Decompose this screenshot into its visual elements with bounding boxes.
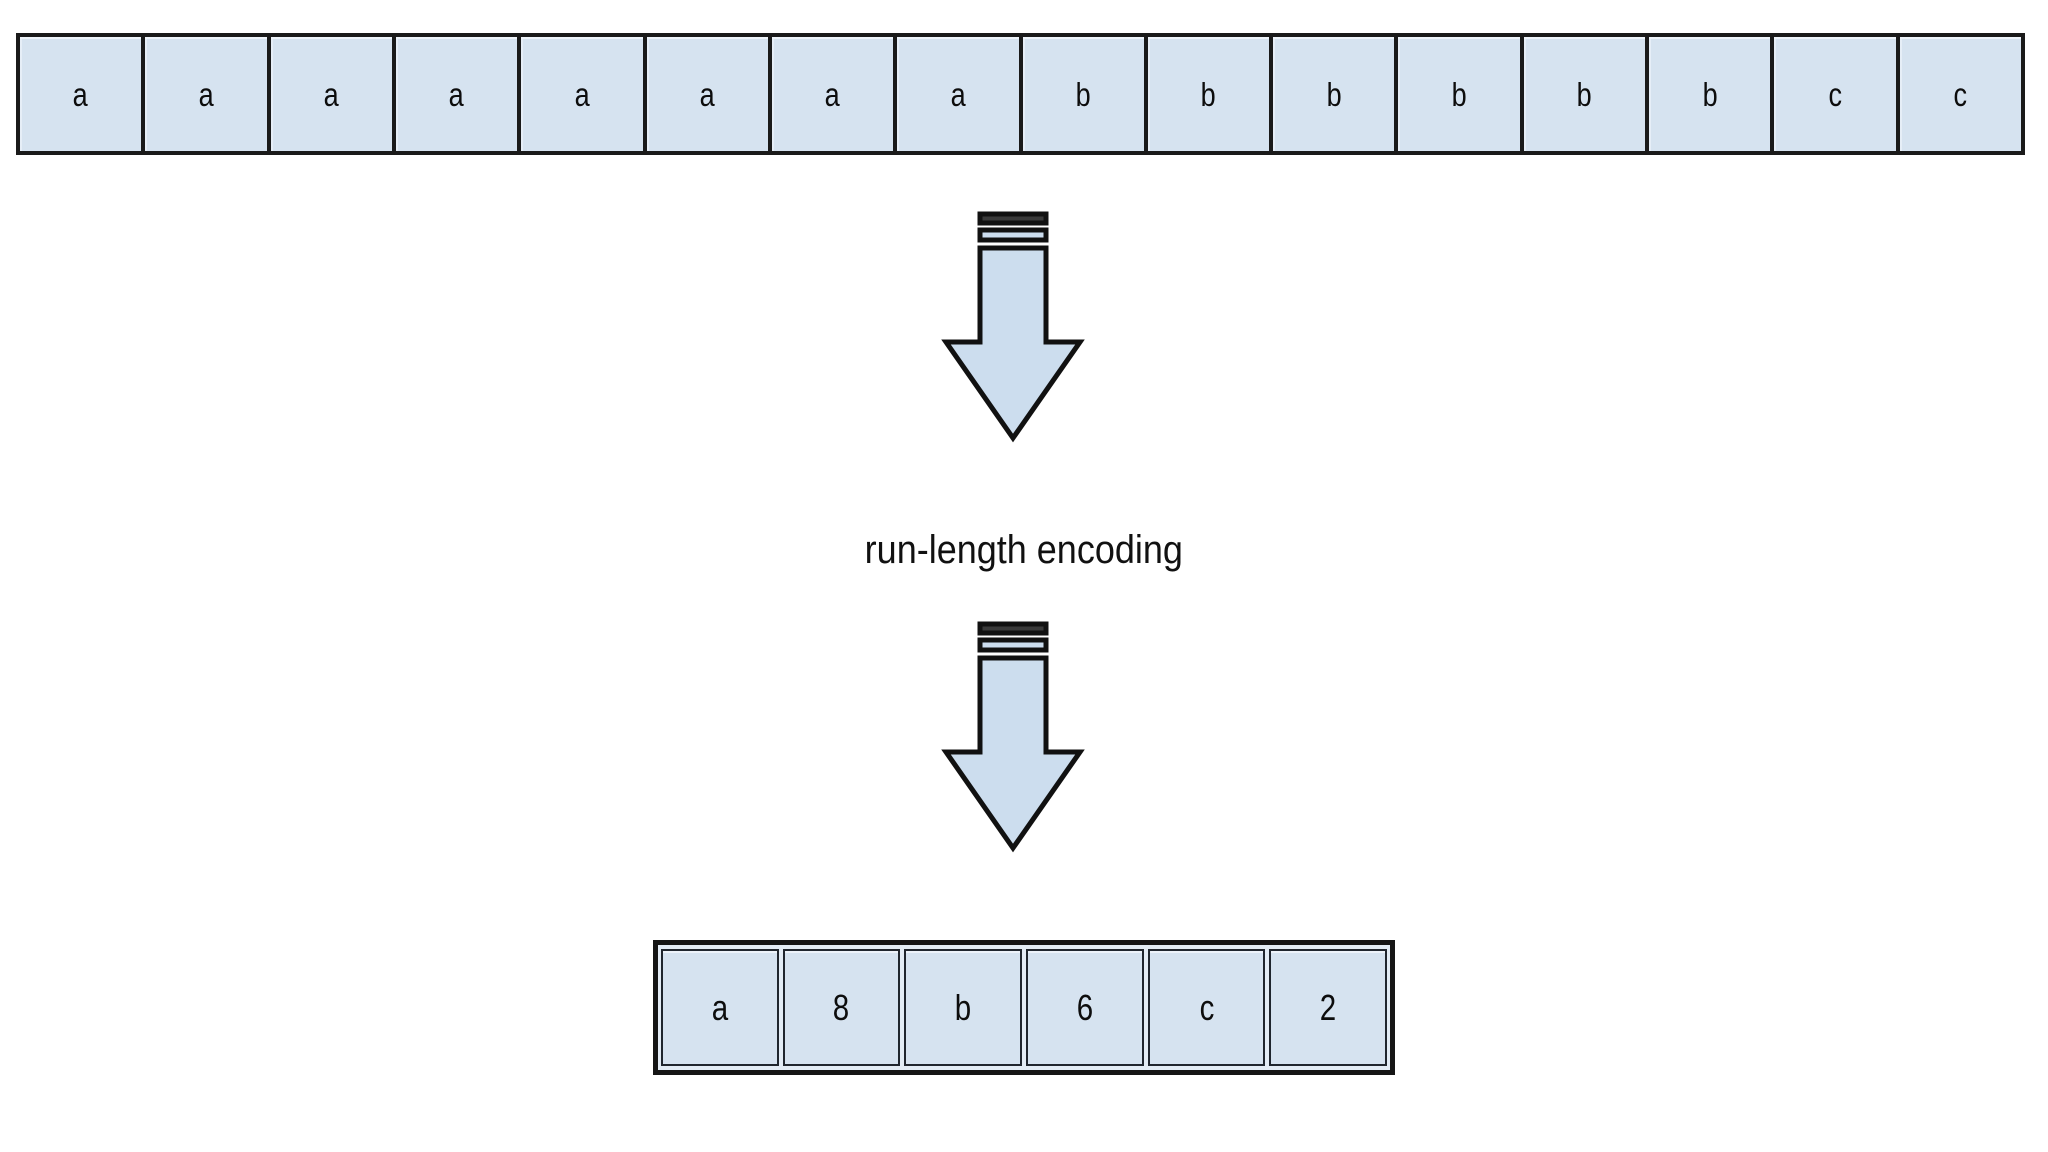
input-cell: b: [1649, 37, 1775, 151]
input-cell: a: [395, 37, 522, 151]
input-cell-label: a: [73, 75, 89, 113]
input-cell-label: b: [1451, 75, 1467, 113]
input-cell: b: [1022, 37, 1148, 151]
input-cell: a: [270, 37, 396, 151]
output-cell: 2: [1269, 949, 1388, 1066]
input-cell: a: [20, 37, 146, 151]
input-cell-label: c: [1953, 75, 1968, 113]
input-cell-label: a: [699, 75, 715, 113]
input-cell-label: b: [1200, 75, 1216, 113]
output-cell-label: b: [954, 986, 972, 1028]
arrow-down-icon: [922, 620, 1122, 880]
input-cell: c: [1899, 37, 2021, 151]
output-cell-label: c: [1199, 986, 1214, 1028]
output-cell: 6: [1026, 949, 1144, 1066]
output-cell: a: [661, 949, 779, 1066]
input-cell-label: a: [449, 75, 465, 113]
output-cell-label: 2: [1319, 986, 1337, 1028]
input-cell: b: [1398, 37, 1524, 151]
input-cell: a: [646, 37, 772, 151]
input-cell: c: [1774, 37, 1900, 151]
input-cell-label: a: [198, 75, 214, 113]
process-label-text: run-length encoding: [864, 528, 1184, 572]
output-cell: 8: [782, 949, 901, 1066]
input-cell: a: [897, 37, 1023, 151]
input-cell: b: [1523, 37, 1650, 151]
output-cell-label: a: [711, 986, 729, 1028]
input-cell-label: b: [1702, 75, 1718, 113]
output-sequence-box: a 8 b 6 c 2: [653, 940, 1395, 1075]
input-sequence-strip: a a a a a a a a b b b b b b c c: [16, 33, 2025, 155]
input-cell: a: [521, 37, 647, 151]
input-cell-label: a: [574, 75, 590, 113]
input-cell-label: b: [1075, 75, 1091, 113]
input-cell: b: [1147, 37, 1274, 151]
arrow-down-icon: [922, 210, 1122, 470]
output-cell: b: [904, 949, 1023, 1066]
input-cell-label: a: [950, 75, 966, 113]
output-cell-label: 8: [833, 986, 850, 1028]
input-cell: a: [771, 37, 898, 151]
input-cell-label: c: [1828, 75, 1842, 113]
input-cell-label: a: [323, 75, 339, 113]
output-cell: c: [1147, 949, 1266, 1066]
input-cell-label: a: [824, 75, 841, 113]
input-cell-label: b: [1576, 75, 1592, 113]
input-cell-label: b: [1326, 75, 1342, 113]
output-cell-label: 6: [1076, 986, 1094, 1028]
process-label: run-length encoding: [0, 528, 2048, 573]
input-cell: a: [145, 37, 271, 151]
input-cell: b: [1273, 37, 1399, 151]
